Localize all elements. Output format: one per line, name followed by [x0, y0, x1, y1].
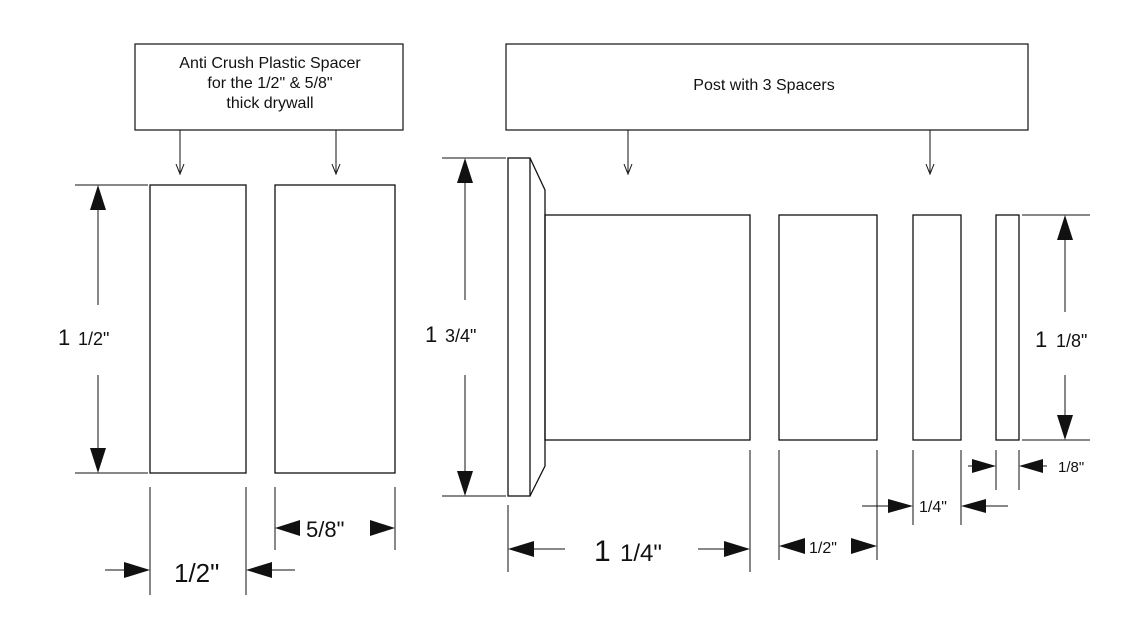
dim-left-height: 1 1/2" — [58, 184, 148, 474]
right-leader-2-tip — [925, 163, 935, 176]
post-flange-bevel — [529, 157, 546, 497]
left-leader-1-tip — [175, 163, 185, 176]
dim-spacer4-arrow-right — [1019, 459, 1043, 473]
dim-post-height-arrow-bottom — [457, 471, 473, 496]
right-callout-label: Post with 3 Spacers — [693, 77, 834, 94]
dim-spacer3-arrow-right — [961, 499, 986, 513]
dim-five-eighths-label: 5/8" — [306, 517, 344, 542]
dim-spacer-height-arrow-top — [1057, 215, 1073, 240]
dim-spacer4-arrow-left — [972, 459, 996, 473]
right-callout-box — [505, 43, 1029, 131]
dim-half-inch-arrow-right — [246, 562, 272, 578]
dim-half-inch: 1/2" — [105, 487, 295, 595]
dim-spacer-height: 1 1/8" — [1022, 214, 1090, 441]
left-callout-box — [134, 43, 404, 131]
left-callout-line2: for the 1/2" & 5/8" — [207, 75, 332, 92]
left-callout-line3: thick drywall — [226, 95, 313, 112]
dim-post-height-frac: 3/4" — [445, 326, 476, 346]
spacer-five-eighths-inch — [274, 184, 396, 474]
dim-post-height: 1 3/4" — [425, 157, 506, 497]
post-shaft — [544, 214, 751, 441]
dim-post-height-arrow-top — [457, 158, 473, 183]
dim-spacer2-arrow-left — [779, 538, 805, 554]
dim-post-length-arrow-right — [724, 541, 750, 557]
dim-left-height-frac: 1/2" — [78, 329, 109, 349]
dim-left-height-whole: 1 — [58, 325, 70, 350]
dim-post-height-whole: 1 — [425, 322, 437, 347]
dim-spacer4-width: 1/8" — [968, 450, 1084, 490]
dim-spacer3-label: 1/4" — [919, 499, 947, 516]
left-callout: Anti Crush Plastic Spacer for the 1/2" &… — [134, 43, 404, 176]
dim-half-inch-label: 1/2" — [174, 558, 219, 588]
dim-post-length: 1 1/4" — [507, 450, 751, 572]
spacer-4-eighth-inch — [995, 214, 1020, 441]
dim-spacer-height-whole: 1 — [1035, 327, 1047, 352]
left-callout-line1: Anti Crush Plastic Spacer — [179, 55, 361, 72]
dim-spacer3-arrow-left — [888, 499, 913, 513]
dim-five-eighths-arrow-right — [370, 520, 395, 536]
left-leader-2-tip — [331, 163, 341, 176]
dim-half-inch-arrow-left — [124, 562, 150, 578]
dim-five-eighths: 5/8" — [274, 487, 396, 550]
dim-spacer2-width: 1/2" — [778, 450, 878, 560]
spacer-2-half-inch — [778, 214, 878, 441]
dim-spacer2-label: 1/2" — [809, 540, 837, 557]
dim-spacer4-label: 1/8" — [1058, 459, 1084, 476]
post — [507, 157, 751, 497]
post-flange — [507, 157, 531, 497]
dim-post-length-frac: 1/4" — [620, 540, 662, 567]
dim-spacer-height-arrow-bottom — [1057, 415, 1073, 440]
dim-spacer-height-frac: 1/8" — [1056, 331, 1087, 351]
dim-left-height-arrow-bottom — [90, 448, 106, 473]
dim-spacer2-arrow-right — [851, 538, 877, 554]
spacer-3-quarter-inch — [912, 214, 962, 441]
dim-post-length-whole: 1 — [594, 535, 611, 568]
dim-post-length-arrow-left — [508, 541, 534, 557]
dim-spacer3-width: 1/4" — [862, 450, 1008, 525]
right-callout: Post with 3 Spacers — [505, 43, 1029, 176]
dim-left-height-arrow-top — [90, 185, 106, 210]
right-leader-1-tip — [623, 163, 633, 176]
spacer-half-inch — [149, 184, 247, 474]
dim-five-eighths-arrow-left — [275, 520, 300, 536]
